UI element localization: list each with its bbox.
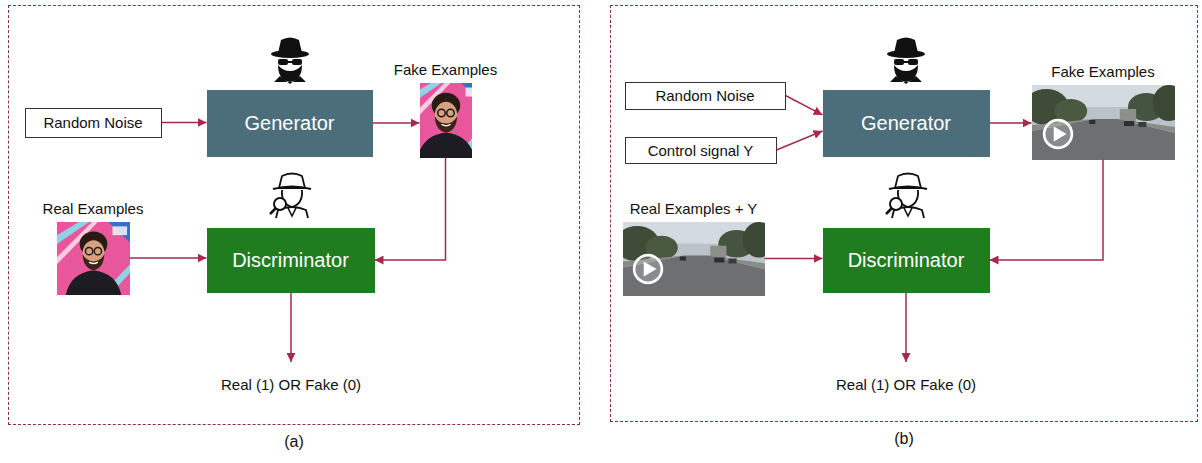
input-box: Random Noise bbox=[625, 82, 786, 110]
detective-icon bbox=[270, 174, 927, 219]
image-heading: Real Examples bbox=[43, 200, 144, 217]
example-image: Fake Examples bbox=[420, 83, 472, 158]
input-box: Control signal Y bbox=[625, 137, 777, 164]
image-heading: Real Examples + Y bbox=[630, 200, 758, 217]
output-arrow bbox=[291, 293, 906, 362]
panel-frame: (b)Random NoiseControl signal YGenerator… bbox=[610, 5, 1198, 422]
panel-caption: (b) bbox=[611, 430, 1197, 448]
box-label: Discriminator bbox=[232, 249, 349, 272]
input-box: Random Noise bbox=[25, 108, 162, 138]
flow-arrow bbox=[765, 258, 823, 260]
box-label: Random Noise bbox=[43, 114, 142, 131]
spy-icon bbox=[271, 38, 925, 85]
image-heading: Fake Examples bbox=[1051, 63, 1154, 80]
panel-caption: (a) bbox=[9, 433, 579, 451]
generator-box: Generator bbox=[823, 90, 990, 157]
example-image: Fake Examples bbox=[1032, 85, 1175, 160]
panel-frame: (a)Random NoiseGeneratorFake ExamplesRea… bbox=[8, 5, 580, 425]
box-label: Generator bbox=[244, 112, 334, 135]
flow-arrow bbox=[990, 122, 1032, 124]
flow-arrow bbox=[777, 131, 823, 150]
example-image: Real Examples bbox=[57, 222, 130, 295]
output-label: Real (1) OR Fake (0) bbox=[836, 376, 976, 393]
output-label: Real (1) OR Fake (0) bbox=[221, 376, 361, 393]
street-video bbox=[615, 85, 1185, 296]
flow-arrow bbox=[375, 158, 446, 261]
flow-arrow bbox=[786, 96, 823, 115]
flow-arrow bbox=[373, 122, 420, 124]
flow-arrow bbox=[990, 160, 1104, 261]
image-heading: Fake Examples bbox=[394, 61, 497, 78]
box-label: Generator bbox=[861, 112, 951, 135]
box-label: Random Noise bbox=[655, 87, 754, 104]
generator-box: Generator bbox=[207, 90, 373, 157]
box-label: Discriminator bbox=[848, 249, 965, 272]
example-image: Real Examples + Y bbox=[623, 222, 765, 296]
flow-arrow bbox=[130, 257, 207, 259]
discriminator-box: Discriminator bbox=[823, 228, 990, 293]
box-label: Control signal Y bbox=[648, 142, 754, 159]
flow-arrow bbox=[162, 122, 207, 124]
discriminator-box: Discriminator bbox=[207, 228, 375, 293]
